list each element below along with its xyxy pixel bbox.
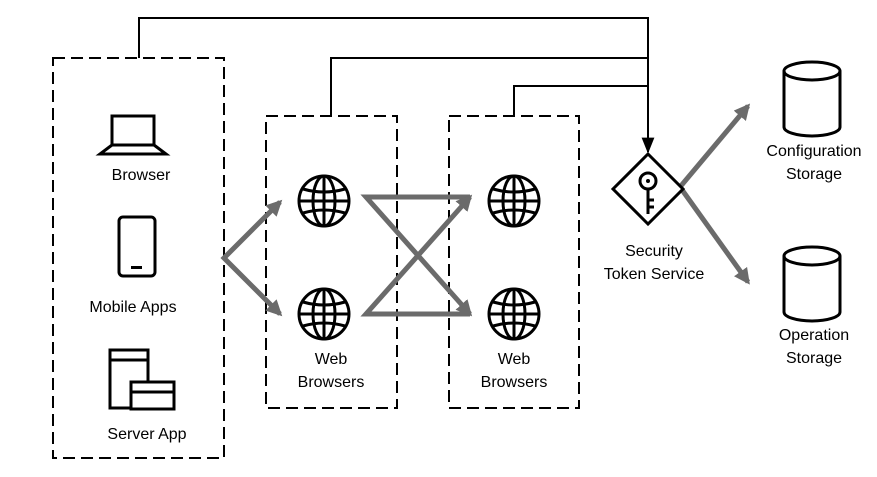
web-tier-1-label-line2: Browsers — [298, 374, 365, 391]
sts-label-line1: Security — [625, 243, 683, 260]
laptop-icon — [95, 114, 171, 156]
server-icon — [108, 348, 176, 411]
server-app-label: Server App — [107, 426, 186, 443]
web-tier-2-label-line2: Browsers — [481, 374, 548, 391]
config-storage-label-line1: Configuration — [766, 143, 861, 160]
browser-label: Browser — [112, 167, 171, 184]
web-tier-1-label-line1: Web — [315, 351, 348, 368]
database-cylinder-icon — [782, 60, 842, 138]
globe-icon — [297, 174, 351, 228]
sts-connector-lines — [138, 17, 655, 154]
globe-icon — [487, 174, 541, 228]
globe-icon — [487, 287, 541, 341]
flow-arrows — [220, 103, 751, 317]
operation-storage-label-line2: Storage — [786, 350, 842, 367]
mobile-apps-label: Mobile Apps — [89, 299, 176, 316]
key-diamond-icon — [610, 151, 686, 227]
config-storage-label-line2: Storage — [786, 166, 842, 183]
web-tier-2-label-line1: Web — [498, 351, 531, 368]
sts-label-line2: Token Service — [604, 266, 705, 283]
database-cylinder-icon — [782, 245, 842, 323]
operation-storage-label-line1: Operation — [779, 327, 849, 344]
mobile-phone-icon — [117, 215, 157, 278]
globe-icon — [297, 287, 351, 341]
